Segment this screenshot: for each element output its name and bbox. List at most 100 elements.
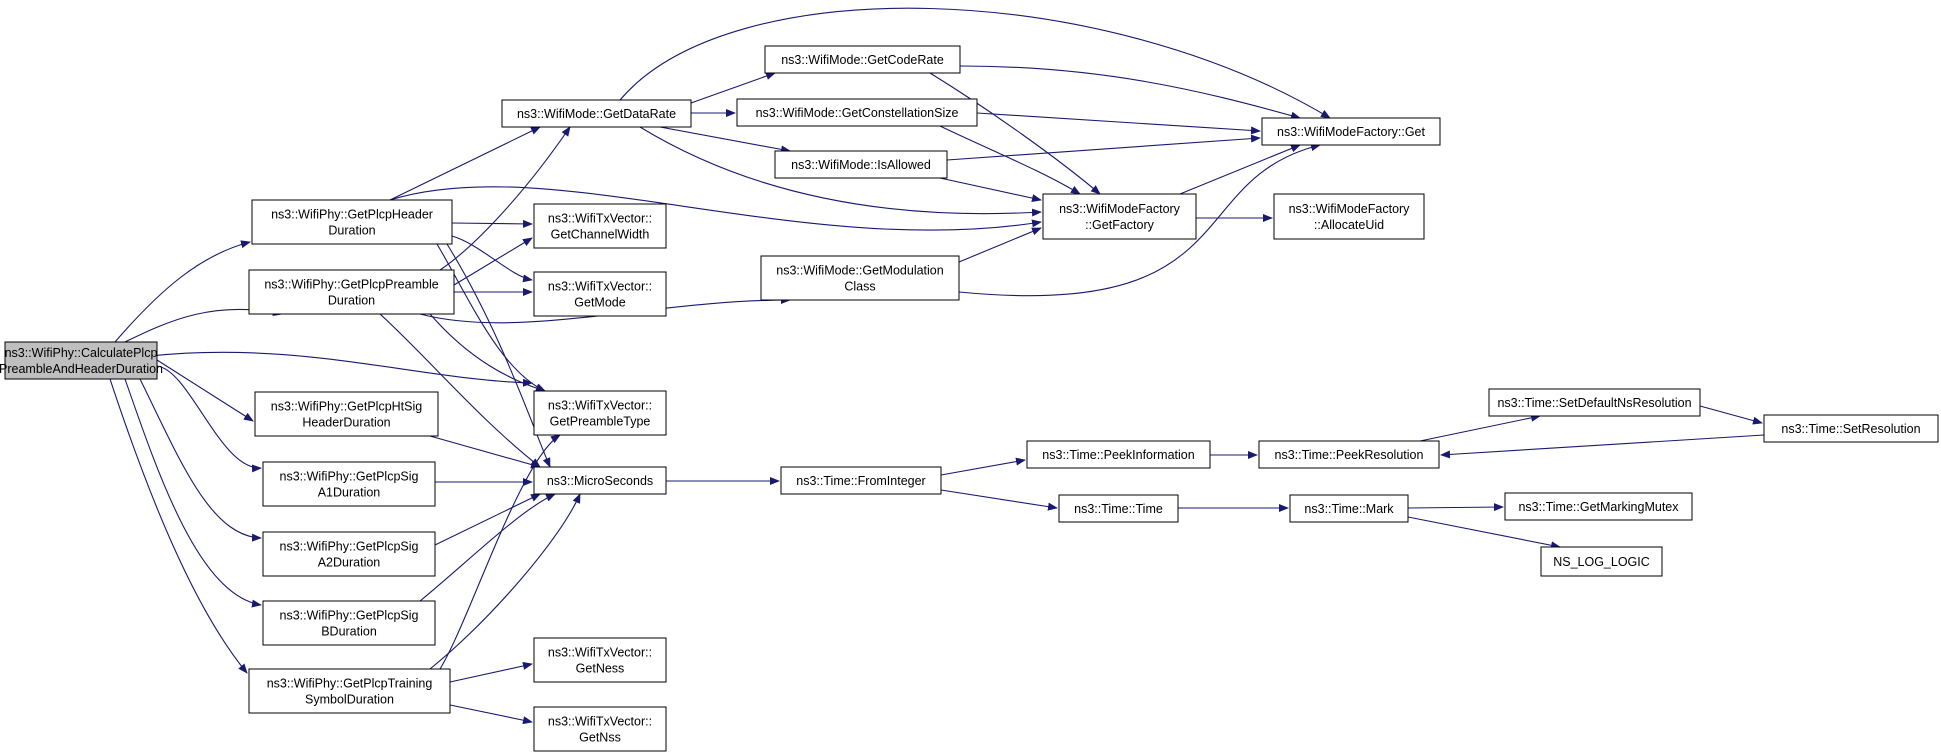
node-nss[interactable]: ns3::WifiTxVector::GetNss (533, 706, 667, 752)
node-box (533, 203, 667, 249)
node-label-line: ns3::WifiTxVector:: (548, 280, 652, 294)
node-micro[interactable]: ns3::MicroSeconds (533, 466, 667, 495)
node-label-line: GetMode (574, 296, 625, 310)
edge-arrow (1407, 503, 1504, 512)
node-allowed[interactable]: ns3::WifiMode::IsAllowed (774, 150, 948, 179)
edge-arrow (439, 434, 561, 670)
edge-arrow (976, 112, 1261, 135)
node-getfactory[interactable]: ns3::WifiModeFactory::GetFactory (1042, 193, 1197, 240)
node-label-line: ns3::WifiPhy::GetPlcpHeader (271, 208, 433, 222)
edge-hdr-to-getfactory (389, 186, 1042, 231)
edge-arrow (429, 493, 581, 670)
node-label-line: SymbolDuration (305, 693, 394, 707)
node-ttime[interactable]: ns3::Time::Time (1058, 494, 1179, 523)
node-label-line: ns3::WifiMode::GetCodeRate (781, 53, 944, 67)
edge-datarate-to-getfactory (639, 126, 1042, 217)
node-setres[interactable]: ns3::Time::SetResolution (1763, 414, 1939, 443)
edge-arrow (449, 662, 533, 683)
node-csize[interactable]: ns3::WifiMode::GetConstellationSize (736, 98, 978, 127)
edge-fromint-to-ttime (940, 489, 1058, 511)
node-ptype[interactable]: ns3::WifiTxVector::GetPreambleType (533, 390, 667, 436)
edge-arrow (1699, 405, 1763, 425)
edge-modclass-to-getfactory (958, 227, 1042, 263)
edge-arrow (946, 134, 1261, 161)
edge-arrow (939, 125, 1081, 195)
edge-arrow (959, 65, 1301, 120)
node-label-line: ns3::WifiPhy::GetPlcpTraining (267, 677, 433, 691)
edge-setres-to-peekres (1440, 434, 1765, 459)
edge-calc-to-sigb (124, 378, 262, 608)
node-label-line: ns3::WifiTxVector:: (548, 646, 652, 660)
node-label-line: A2Duration (318, 556, 381, 570)
edge-arrow (434, 493, 541, 546)
node-box (501, 99, 692, 128)
edge-arrow (1407, 516, 1561, 550)
node-label-line: ns3::WifiModeFactory::Get (1277, 125, 1425, 139)
node-label-line: ns3::WifiMode::GetDataRate (517, 107, 676, 121)
node-box (760, 255, 960, 301)
node-chw[interactable]: ns3::WifiTxVector::GetChannelWidth (533, 203, 667, 249)
node-label-line: ns3::WifiTxVector:: (548, 399, 652, 413)
node-box (764, 45, 961, 74)
node-box (533, 390, 667, 436)
node-label-line: ns3::WifiPhy::GetPlcpSig (280, 540, 419, 554)
edge-pre-to-chw (453, 237, 533, 286)
edge-arrow (453, 237, 533, 286)
node-label-line: ns3::MicroSeconds (547, 474, 653, 488)
edge-arrow (619, 7, 1331, 119)
edge-train-to-nss (449, 704, 533, 725)
node-mark[interactable]: ns3::Time::Mark (1289, 494, 1409, 523)
node-box (533, 706, 667, 752)
edge-allowed-to-getfactory (939, 177, 1042, 202)
edge-mark-to-nslog (1407, 516, 1561, 550)
node-peekres[interactable]: ns3::Time::PeekResolution (1258, 440, 1440, 469)
edge-htsig-to-micro (429, 435, 541, 469)
node-box (251, 199, 453, 245)
edge-calc-to-htsig (156, 359, 254, 422)
node-gmode[interactable]: ns3::WifiTxVector::GetMode (533, 271, 667, 317)
edge-arrow (109, 378, 248, 674)
edge-mark-to-mutex (1407, 503, 1504, 512)
edge-arrow (124, 378, 262, 608)
node-box (1042, 193, 1197, 240)
node-box (533, 637, 667, 683)
edge-pre-to-ptype (429, 313, 546, 393)
node-box (4, 341, 158, 380)
node-fget[interactable]: ns3::WifiModeFactory::Get (1261, 117, 1441, 146)
node-calc[interactable]: ns3::WifiPhy::CalculatePlcpPreambleAndHe… (0, 341, 163, 380)
node-setdef[interactable]: ns3::Time::SetDefaultNsResolution (1488, 388, 1701, 417)
edge-sigb-to-micro (419, 493, 556, 602)
node-box (262, 600, 436, 646)
node-coderate[interactable]: ns3::WifiMode::GetCodeRate (764, 45, 961, 74)
node-train[interactable]: ns3::WifiPhy::GetPlcpTrainingSymbolDurat… (248, 668, 451, 714)
edge-arrow (446, 243, 551, 468)
edge-arrow (114, 240, 251, 343)
edge-hdr-to-micro (446, 243, 551, 468)
edge-arrow (379, 313, 541, 468)
node-mutex[interactable]: ns3::Time::GetMarkingMutex (1504, 492, 1693, 521)
edge-train-to-ness (449, 662, 533, 683)
node-fromint[interactable]: ns3::Time::FromInteger (780, 466, 942, 495)
node-label-line: ns3::WifiModeFactory (1289, 202, 1411, 216)
node-label-line: ns3::WifiPhy::GetPlcpHtSig (271, 400, 422, 414)
node-nslog[interactable]: NS_LOG_LOGIC (1540, 546, 1663, 577)
node-alloc[interactable]: ns3::WifiModeFactory::AllocateUid (1273, 193, 1425, 240)
edge-pre-to-micro (379, 313, 541, 468)
node-label-line: Class (844, 280, 875, 294)
node-peekinfo[interactable]: ns3::Time::PeekInformation (1026, 440, 1211, 469)
edge-arrow (429, 435, 541, 469)
edge-pre-to-modclass (419, 296, 791, 324)
edge-arrow (1179, 144, 1301, 195)
node-ness[interactable]: ns3::WifiTxVector::GetNess (533, 637, 667, 683)
edge-arrow (1440, 434, 1765, 459)
edge-train-to-ptype (439, 434, 561, 670)
edge-arrow (939, 177, 1042, 202)
node-datarate[interactable]: ns3::WifiMode::GetDataRate (501, 99, 692, 128)
